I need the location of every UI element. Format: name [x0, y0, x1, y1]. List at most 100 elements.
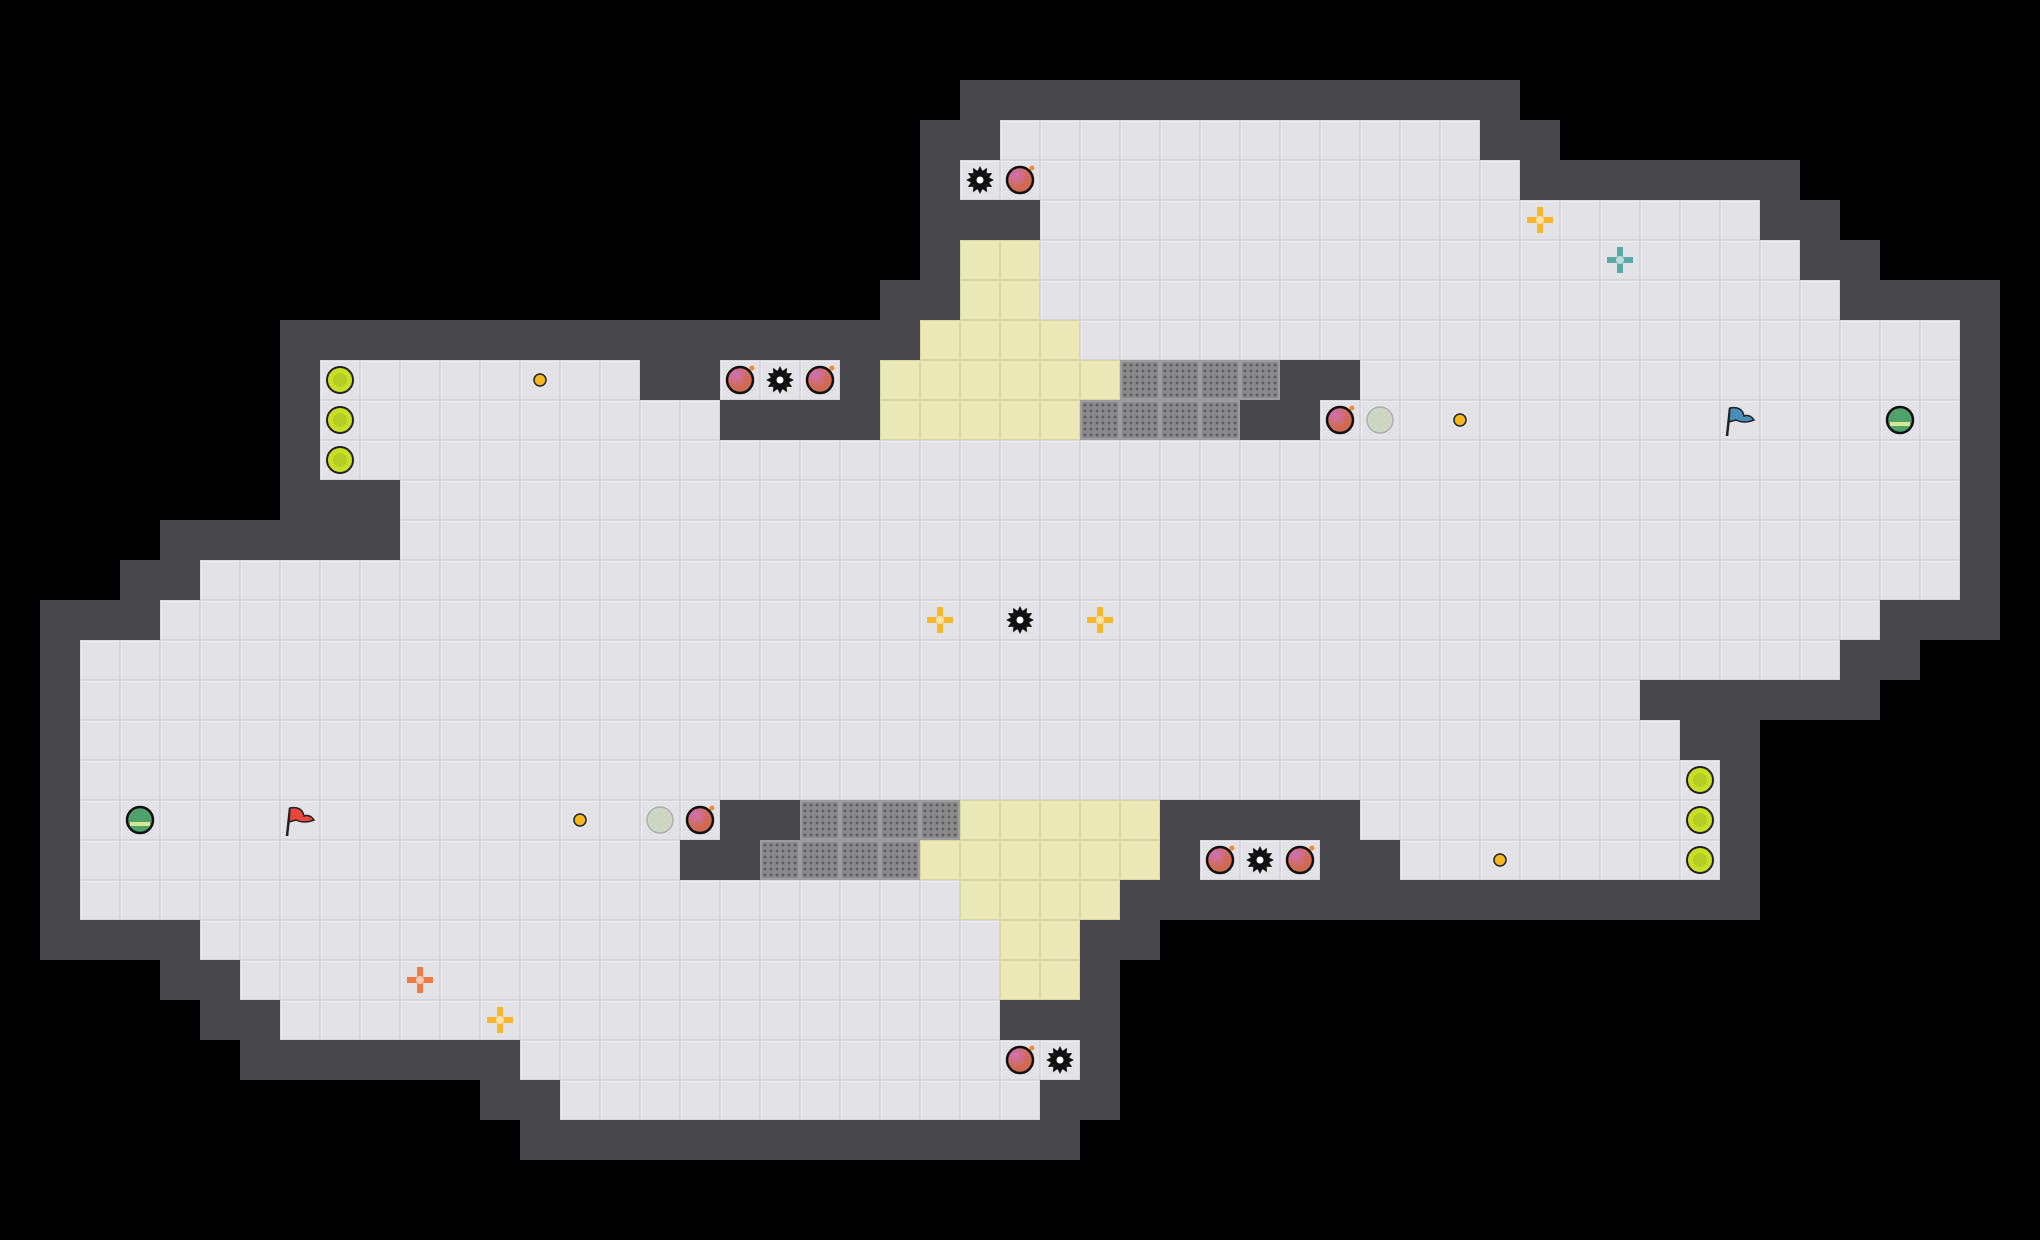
floor-tile: [520, 480, 560, 520]
wall-tile: [440, 1040, 480, 1080]
wall-tile: [1720, 760, 1760, 800]
floor-tile: [1760, 400, 1800, 440]
floor-tile: [600, 360, 640, 400]
floor-tile: [920, 880, 960, 920]
floor-tile: [1800, 600, 1840, 640]
floor-tile: [720, 520, 760, 560]
powerup-cross-icon: [480, 1000, 520, 1040]
wall-tile: [880, 1120, 920, 1160]
gate-tile: [840, 840, 880, 880]
floor-tile: [1480, 400, 1520, 440]
floor-tile: [1360, 560, 1400, 600]
floor-tile: [960, 720, 1000, 760]
floor-tile: [1360, 120, 1400, 160]
floor-tile: [560, 400, 600, 440]
floor-tile: [1360, 480, 1400, 520]
floor-tile: [1440, 360, 1480, 400]
wall-tile: [1720, 840, 1760, 880]
floor-tile: [1600, 640, 1640, 680]
floor-tile: [1360, 680, 1400, 720]
floor-tile: [1040, 600, 1080, 640]
floor-tile: [1240, 480, 1280, 520]
wall-tile: [1000, 80, 1040, 120]
wall-tile: [1080, 1040, 1120, 1080]
floor-tile: [600, 520, 640, 560]
wall-tile: [920, 200, 960, 240]
floor-tile: [600, 440, 640, 480]
floor-tile: [760, 440, 800, 480]
floor-tile: [480, 920, 520, 960]
wall-tile: [1760, 160, 1800, 200]
floor-tile: [1120, 680, 1160, 720]
floor-tile: [840, 1080, 880, 1120]
floor-tile: [1880, 320, 1920, 360]
wall-tile: [1960, 400, 2000, 440]
floor-tile: [1760, 240, 1800, 280]
gate-tile: [880, 840, 920, 880]
wall-tile: [840, 320, 880, 360]
floor-tile: [960, 1080, 1000, 1120]
floor-tile: [880, 520, 920, 560]
wall-tile: [840, 1120, 880, 1160]
wall-tile: [1800, 680, 1840, 720]
floor-tile: [480, 520, 520, 560]
floor-tile: [1680, 240, 1720, 280]
floor-tile: [680, 520, 720, 560]
floor-tile: [1320, 440, 1360, 480]
floor-tile: [1120, 240, 1160, 280]
floor-tile: [1600, 520, 1640, 560]
floor-tile: [1560, 720, 1600, 760]
floor-tile: [1920, 480, 1960, 520]
floor-tile: [360, 400, 400, 440]
floor-tile: [840, 600, 880, 640]
floor-tile: [760, 480, 800, 520]
floor-tile: [80, 680, 120, 720]
bomb-icon: [1320, 400, 1360, 440]
floor-tile: [840, 520, 880, 560]
floor-tile: [1840, 400, 1880, 440]
floor-tile: [1160, 520, 1200, 560]
wall-tile: [1360, 80, 1400, 120]
floor-tile: [280, 960, 320, 1000]
floor-tile: [1640, 600, 1680, 640]
gate-tile: [760, 840, 800, 880]
floor-tile: [1040, 160, 1080, 200]
floor-tile: [1920, 360, 1960, 400]
floor-tile: [720, 920, 760, 960]
floor-tile: [360, 920, 400, 960]
floor-tile: [1120, 440, 1160, 480]
wall-tile: [1840, 240, 1880, 280]
floor-tile: [1600, 200, 1640, 240]
floor-tile: [1160, 640, 1200, 680]
floor-tile: [800, 880, 840, 920]
floor-tile: [560, 1040, 600, 1080]
floor-tile: [1320, 520, 1360, 560]
floor-tile: [1640, 360, 1680, 400]
floor-tile: [1000, 560, 1040, 600]
floor-tile: [920, 1000, 960, 1040]
floor-tile: [800, 720, 840, 760]
floor-tile: [960, 680, 1000, 720]
wall-tile: [1640, 880, 1680, 920]
floor-tile: [560, 440, 600, 480]
floor-tile: [1200, 280, 1240, 320]
floor-tile: [1720, 600, 1760, 640]
floor-tile: [1000, 480, 1040, 520]
wall-tile: [560, 1120, 600, 1160]
floor-tile: [720, 440, 760, 480]
neutral-tile: [1040, 400, 1080, 440]
wall-tile: [1680, 720, 1720, 760]
floor-tile: [1400, 400, 1440, 440]
floor-tile: [1480, 600, 1520, 640]
floor-tile: [1720, 200, 1760, 240]
floor-tile: [1320, 280, 1360, 320]
floor-tile: [1400, 480, 1440, 520]
floor-tile: [200, 760, 240, 800]
neutral-tile: [960, 240, 1000, 280]
wall-tile: [1680, 880, 1720, 920]
wall-tile: [1440, 880, 1480, 920]
floor-tile: [400, 880, 440, 920]
floor-tile: [1040, 440, 1080, 480]
wall-tile: [280, 320, 320, 360]
floor-tile: [960, 640, 1000, 680]
